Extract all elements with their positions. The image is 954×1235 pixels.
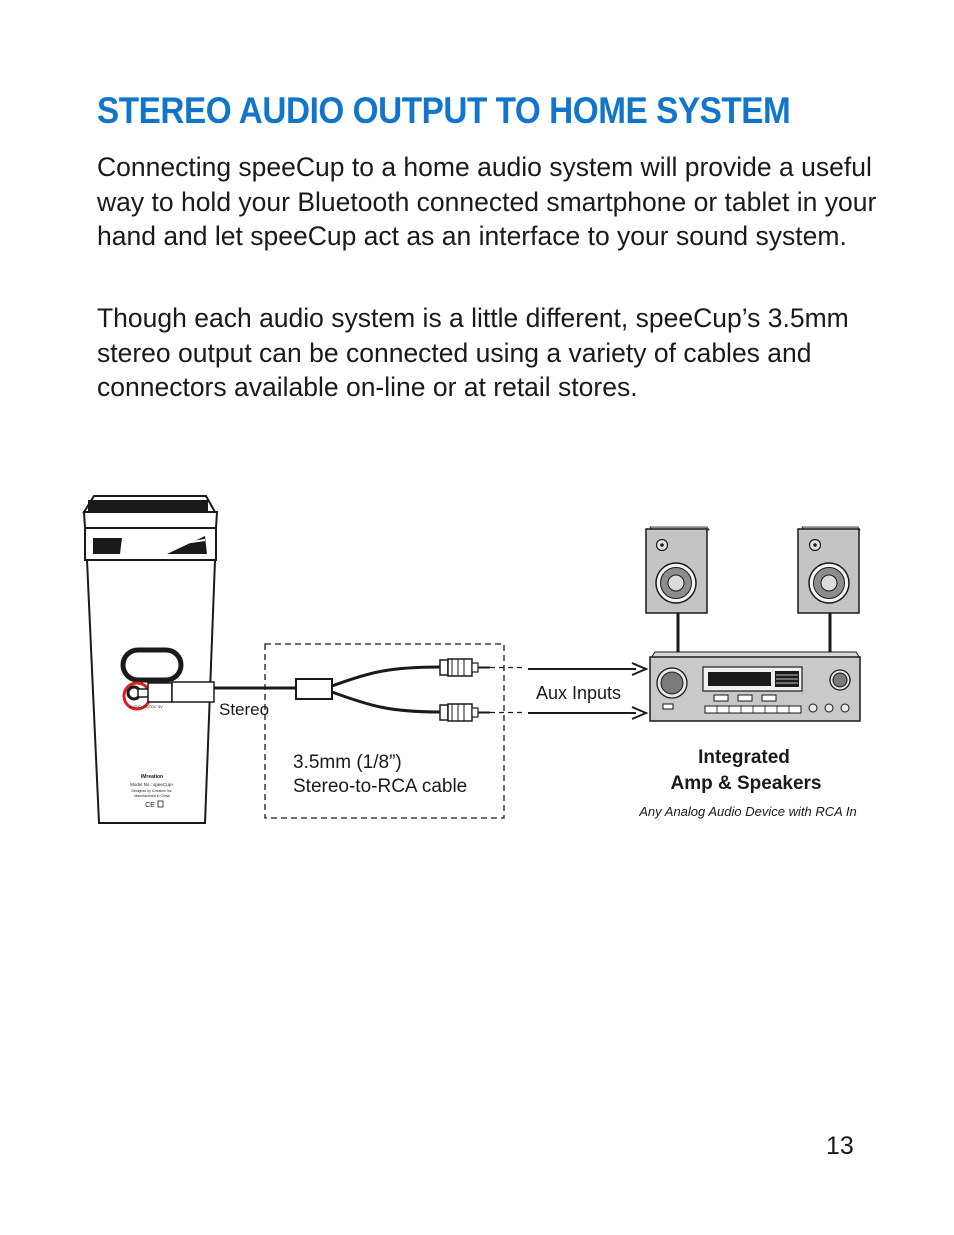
cable-box [264, 643, 505, 819]
speaker-right-icon [797, 526, 861, 652]
arrow-top-icon [528, 662, 649, 676]
stereo-plug [137, 681, 296, 703]
device-label-designed: Designed by iCreation Inc. [131, 789, 172, 793]
device-label-brand: iMreation [141, 774, 163, 780]
device-button [120, 647, 184, 683]
cable-label-line2: Stereo-to-RCA cable [293, 776, 467, 797]
cables-paragraph: Though each audio system is a little dif… [97, 303, 849, 402]
page-number: 13 [826, 1132, 854, 1160]
device-label-made: Manufactured in China [134, 794, 169, 798]
aux-inputs-label: Aux Inputs [536, 683, 621, 703]
speecup-device: AUDIO OUT DC 5V iMreation Model No.: spe… [82, 495, 219, 824]
device-vent-left [93, 538, 122, 554]
intro-paragraph: Connecting speeCup to a home audio syste… [97, 152, 877, 251]
stereo-to-rca-cable [295, 658, 490, 722]
device-label-model: Model No.: speeCup+ [130, 782, 174, 787]
device-jack-right-label: DC 5V [151, 704, 163, 709]
amplifier-icon [649, 651, 861, 722]
recycle-icon [157, 800, 164, 808]
speaker-left-icon [645, 526, 710, 652]
cable-label-line1: 3.5mm (1/8”) [293, 752, 402, 773]
amp-subtitle: Any Analog Audio Device with RCA In [638, 804, 857, 819]
stereo-label: Stereo [219, 700, 269, 719]
device-jack-left-label: AUDIO OUT [129, 704, 152, 709]
connection-diagram: AUDIO OUT DC 5V iMreation Model No.: spe… [82, 495, 861, 824]
amp-title-line2: Amp & Speakers [670, 773, 821, 794]
amp-title-line1: Integrated [698, 747, 790, 768]
ce-mark: CE [145, 802, 155, 809]
page-title: STEREO AUDIO OUTPUT TO HOME SYSTEM [97, 90, 791, 131]
arrow-bottom-icon [528, 706, 649, 720]
